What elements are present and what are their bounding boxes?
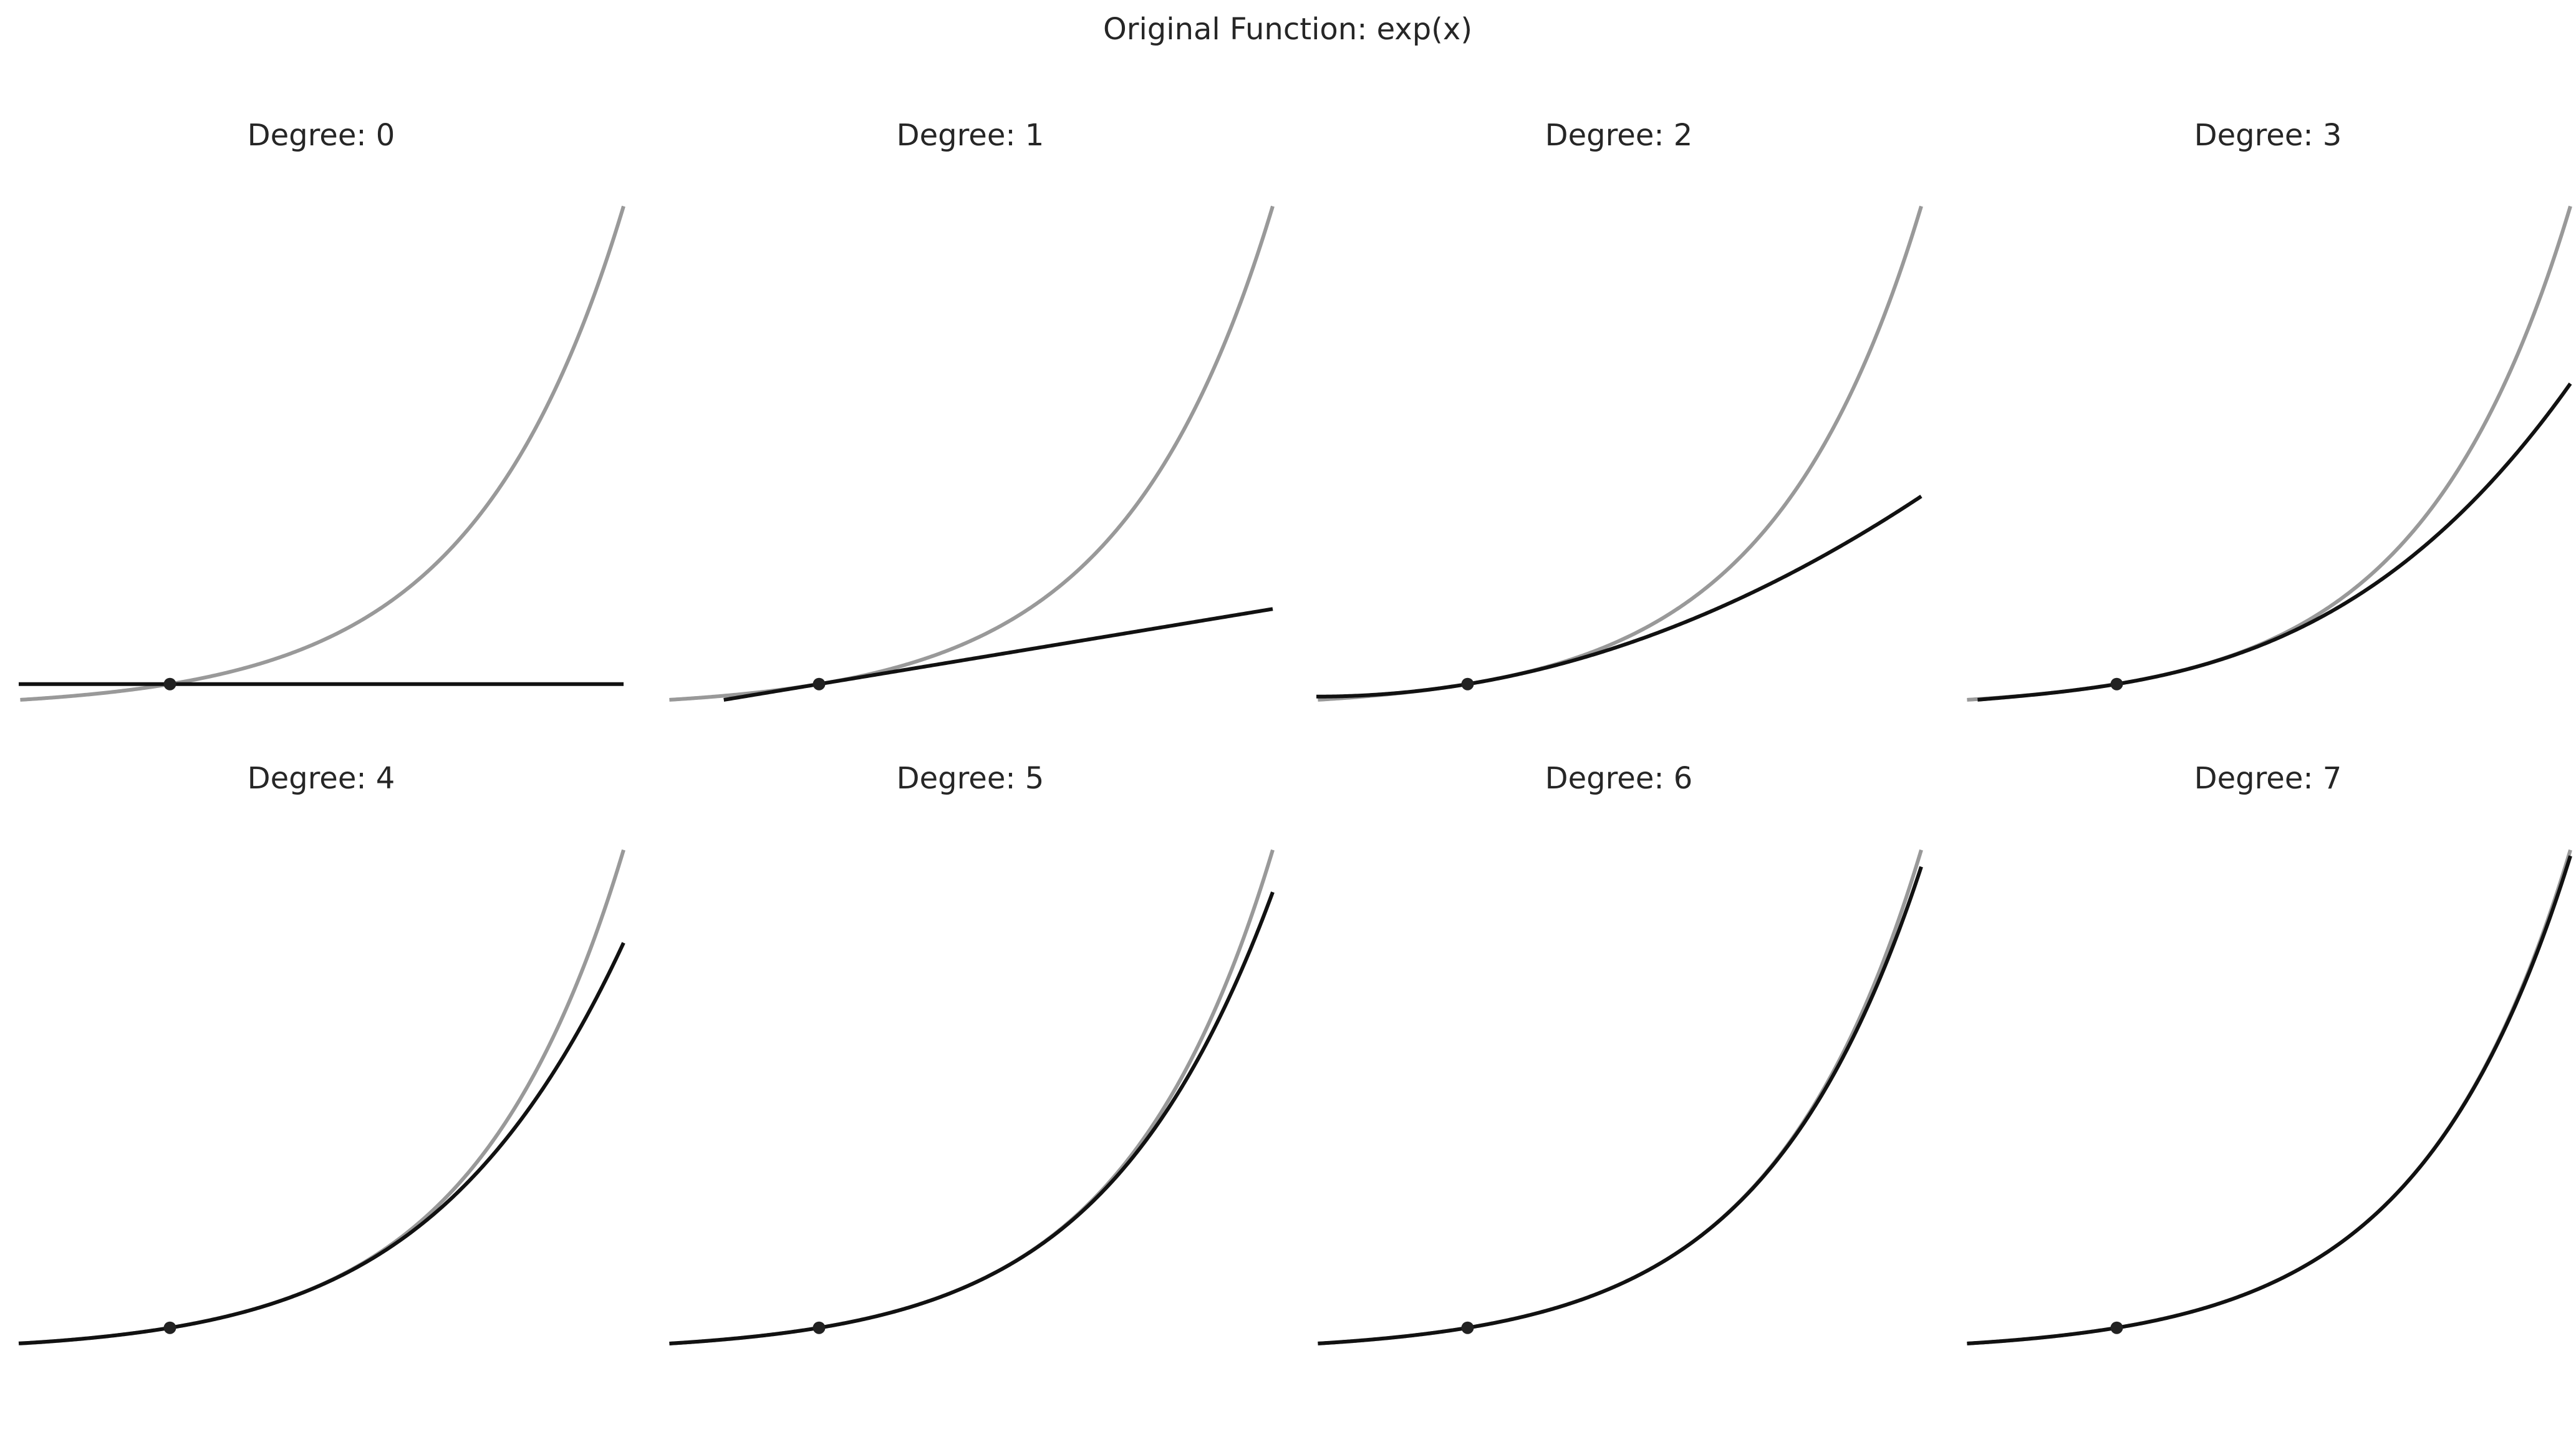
original-function-line	[1317, 849, 1923, 1345]
taylor-approximation-line	[18, 942, 625, 1345]
panel-title: Degree: 6	[1545, 761, 1693, 796]
panel-title: Degree: 4	[248, 761, 395, 796]
panel-degree-3: Degree: 3	[1966, 118, 2572, 702]
expansion-point	[1461, 677, 1474, 690]
taylor-approximation-line	[1317, 866, 1923, 1345]
original-function-line	[19, 205, 625, 702]
panel-title: Degree: 7	[2194, 761, 2342, 796]
taylor-approximation-line	[1966, 855, 2572, 1345]
panel-degree-6: Degree: 6	[1317, 761, 1923, 1345]
panel-title: Degree: 2	[1545, 118, 1693, 153]
panel-title: Degree: 3	[2194, 118, 2342, 153]
panel-degree-1: Degree: 1	[668, 118, 1275, 702]
original-function-line	[668, 849, 1275, 1345]
taylor-approximation-line	[668, 891, 1275, 1345]
panel-title: Degree: 1	[897, 118, 1044, 153]
panel-degree-0: Degree: 0	[18, 118, 625, 702]
original-function-line	[1966, 849, 2572, 1345]
taylor-approximation-line	[1316, 495, 1922, 699]
expansion-point	[2110, 677, 2123, 690]
original-function-line	[1317, 205, 1923, 702]
panel-degree-2: Degree: 2	[1316, 118, 1923, 702]
expansion-point	[813, 677, 826, 690]
panels: Degree: 0 Degree: 1 Degree: 2 Degree: 3 Degr…	[18, 118, 2572, 1345]
panel-title: Degree: 5	[897, 761, 1044, 796]
panel-title: Degree: 0	[248, 118, 395, 153]
expansion-point	[1461, 1321, 1474, 1334]
panel-degree-7: Degree: 7	[1966, 761, 2572, 1345]
taylor-approximation-line	[1977, 382, 2572, 702]
taylor-approximation-line	[723, 607, 1273, 702]
panel-degree-4: Degree: 4	[18, 761, 625, 1345]
expansion-point	[163, 1321, 176, 1334]
panel-degree-5: Degree: 5	[668, 761, 1275, 1345]
original-function-line	[19, 849, 625, 1345]
expansion-point	[163, 677, 176, 690]
original-function-line	[1966, 205, 2572, 702]
figure-title: Original Function: exp(x)	[1103, 12, 1472, 47]
expansion-point	[2110, 1321, 2123, 1334]
expansion-point	[813, 1321, 826, 1334]
